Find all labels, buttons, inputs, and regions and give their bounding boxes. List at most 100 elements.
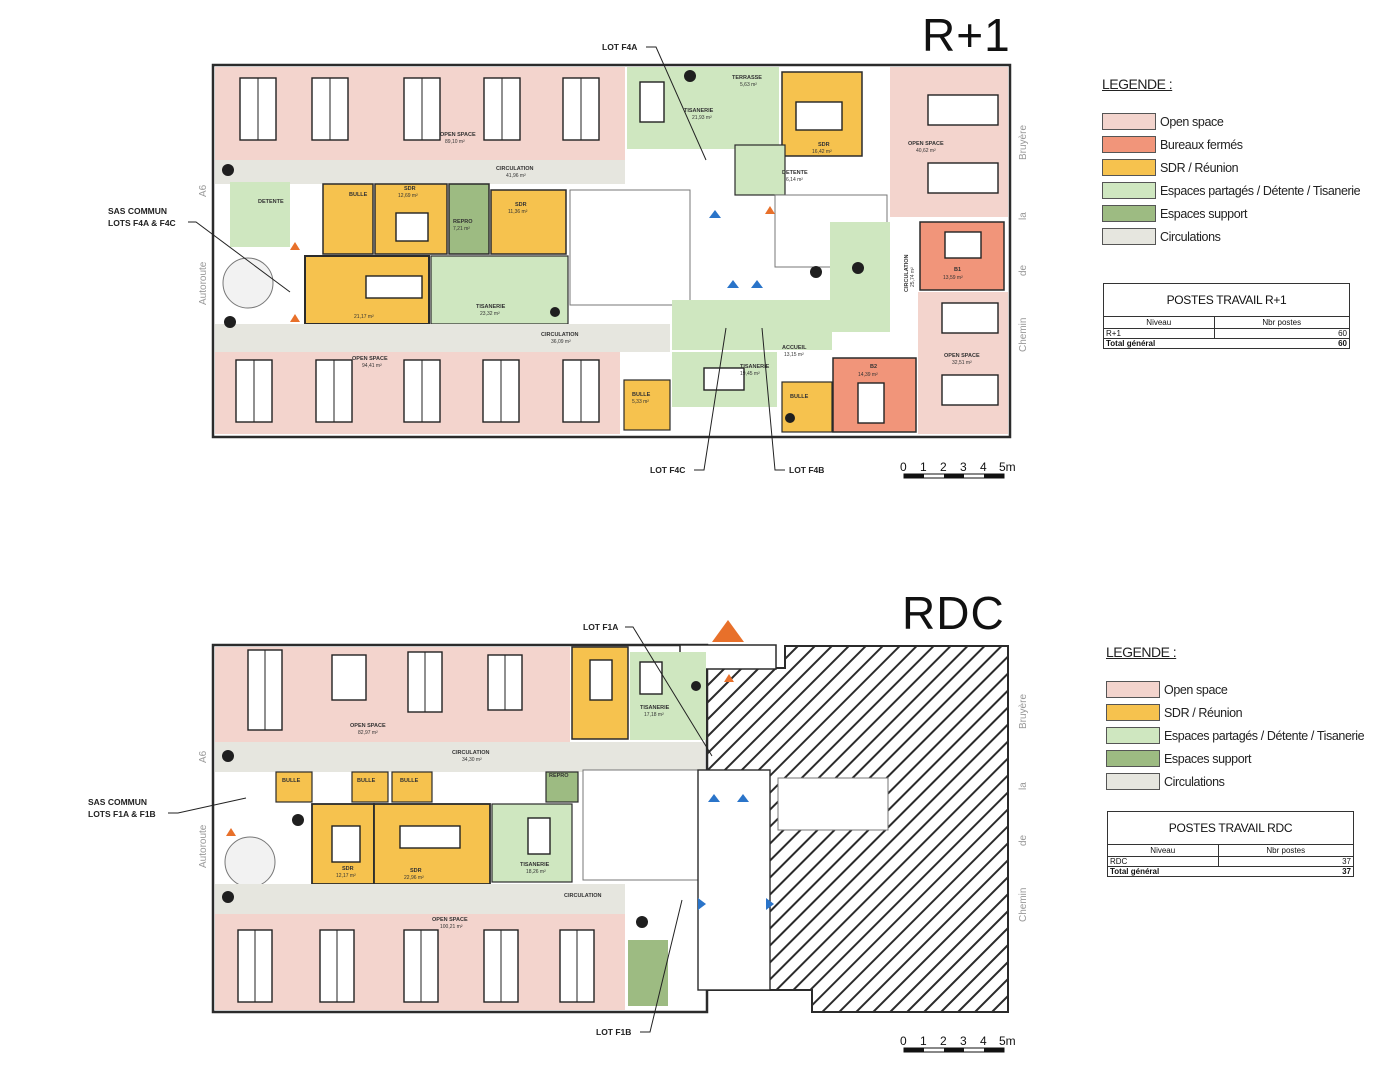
scale-tick: 5m (999, 1034, 1016, 1048)
room-label: CIRCULATION (564, 893, 602, 899)
room-area: 22,96 m² (404, 875, 424, 881)
street-label-la: la (1018, 782, 1029, 790)
meeting-table (399, 825, 461, 849)
scale-tick: 1 (920, 1034, 927, 1048)
plant-icon (292, 814, 304, 826)
room-label: CIRCULATION (452, 750, 490, 756)
leader-line (640, 899, 683, 1033)
scale-tick: 1 (920, 460, 927, 474)
exit-arrow-icon (766, 898, 774, 910)
room-area: 13,59 m² (943, 275, 963, 281)
desk-cluster (331, 654, 367, 701)
room-label: CIRCULATION (904, 254, 910, 292)
room-label: OPEN SPACE (352, 356, 388, 362)
leader-line (646, 46, 707, 161)
room-label: BULLE (282, 778, 301, 784)
room-area: 25,74 m² (910, 267, 916, 287)
callout-lot-f1a: LOT F1A (583, 622, 618, 632)
room-label: REPRO (453, 219, 473, 225)
scale-tick: 5m (999, 460, 1016, 474)
legend-label: Bureaux fermés (1160, 137, 1243, 152)
room-label: CIRCULATION (496, 166, 534, 172)
desk-cluster (927, 94, 999, 126)
plant-icon (222, 164, 234, 176)
room-area: 100,21 m² (440, 924, 463, 930)
room-area: 5,33 m² (632, 399, 649, 405)
callout-sas-line2: LOTS F4A & F4C (108, 218, 176, 228)
room-area: 34,30 m² (462, 757, 482, 763)
repro-room (545, 771, 579, 803)
room-area: 21,93 m² (692, 115, 712, 121)
room-label: CIRCULATION (541, 332, 579, 338)
meeting-table (639, 81, 665, 123)
desk-cluster (927, 162, 999, 194)
room-label: OPEN SPACE (944, 353, 980, 359)
row-value: 37 (1218, 856, 1353, 867)
plant-icon (810, 266, 822, 278)
sanitary-core (582, 769, 699, 881)
street-label-a6: A6 (198, 184, 209, 197)
plant-icon (222, 750, 234, 762)
desk-cluster (941, 374, 999, 406)
scale-segment (904, 1048, 924, 1052)
postes-title: POSTES TRAVAIL R+1 (1104, 284, 1349, 317)
meeting-table (795, 101, 843, 131)
street-label-bruyere: Bruyère (1018, 694, 1029, 729)
legend-rdc: LEGENDE : Open space SDR / Réunion Espac… (1106, 644, 1385, 793)
col-nbr-postes: Nbr postes (1218, 845, 1353, 857)
plant-icon (684, 70, 696, 82)
plant-icon (222, 891, 234, 903)
callout-sas-line2: LOTS F1A & F1B (88, 809, 156, 819)
street-label-de: de (1018, 264, 1029, 276)
floor-plan-r1: OPEN SPACE 89,10 m² CIRCULATION 41,96 m²… (108, 42, 1029, 479)
room-label: TISANERIE (740, 364, 770, 370)
exit-arrow-icon (709, 210, 721, 218)
warning-markers (290, 206, 775, 322)
callout-sas-line1: SAS COMMUN (88, 797, 147, 807)
leader-line (168, 797, 247, 814)
sdr-b (490, 189, 567, 255)
room-label: BULLE (357, 778, 376, 784)
legend-r1: LEGENDE : Open space Bureaux fermés SDR … (1102, 76, 1385, 248)
circulation-south (215, 884, 625, 914)
legend-item-espaces-partages: Espaces partagés / Détente / Tisanerie (1102, 179, 1385, 202)
legend-label: Espaces support (1164, 751, 1252, 766)
room-area: 13,15 m² (784, 352, 804, 358)
plant-icon (785, 413, 795, 423)
total-value: 60 (1338, 339, 1347, 348)
legend-swatch (1102, 182, 1156, 199)
legend-title: LEGENDE : (1106, 644, 1177, 660)
plant-icons (222, 681, 701, 928)
legend-swatch (1102, 113, 1156, 130)
plant-icon (691, 681, 701, 691)
plant-icons (222, 70, 864, 423)
room-label: TISANERIE (476, 304, 506, 310)
legend-label: Espaces partagés / Détente / Tisanerie (1164, 728, 1365, 743)
tisanerie-mid (430, 255, 569, 325)
detente-center (734, 144, 786, 196)
bulle-southeast (781, 381, 833, 433)
row-value: 60 (1214, 328, 1349, 339)
col-niveau: Niveau (1104, 317, 1215, 329)
room-area: 18,26 m² (526, 869, 546, 875)
legend-label: Espaces partagés / Détente / Tisanerie (1160, 183, 1361, 198)
legend-title: LEGENDE : (1102, 76, 1173, 92)
room-label: DETENTE (782, 170, 808, 176)
scale-tick: 2 (940, 460, 947, 474)
legend-item-sdr: SDR / Réunion (1106, 701, 1385, 724)
spiral-stair (222, 257, 274, 309)
legend-item-bureaux-fermes: Bureaux fermés (1102, 133, 1385, 156)
room-area: 12,17 m² (336, 873, 356, 879)
room-area: 36,09 m² (551, 339, 571, 345)
level-title-r1: R+1 (922, 9, 1011, 61)
meeting-table (395, 212, 429, 242)
total-label: Total général (1110, 867, 1160, 876)
callout-lot-f4b: LOT F4B (789, 465, 824, 475)
desk-b1 (944, 231, 982, 259)
scale-segment (904, 474, 924, 478)
room-area: 11,36 m² (508, 209, 528, 215)
exit-arrow-icon (698, 898, 706, 910)
col-niveau: Niveau (1108, 845, 1219, 857)
street-label-chemin: Chemin (1018, 318, 1029, 352)
